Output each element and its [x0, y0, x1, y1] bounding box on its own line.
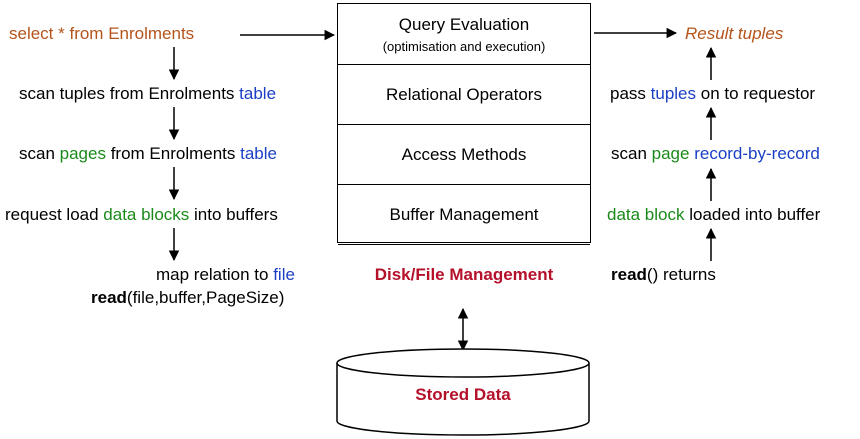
request-load-text: request load data blocks into buffers — [5, 205, 278, 224]
layer-stack: Query Evaluation (optimisation and execu… — [337, 3, 591, 284]
layer-query-evaluation: Query Evaluation (optimisation and execu… — [338, 4, 590, 65]
map-relation-text: map relation to file — [156, 265, 295, 284]
layer-access-methods: Access Methods — [338, 125, 590, 185]
stored-data-cylinder — [336, 348, 590, 436]
scan-tuples-text: scan tuples from Enrolments table — [19, 84, 277, 103]
layer-buffer-management: Buffer Management — [338, 185, 590, 245]
layer-disk-file-management: Disk/File Management — [374, 264, 554, 284]
stored-data-label: Stored Data — [415, 385, 511, 404]
scan-pages-text: scan pages from Enrolments table — [19, 144, 277, 163]
result-tuples-text: Result tuples — [685, 24, 784, 43]
data-block-text: data block loaded into buffer — [607, 205, 821, 224]
query-text: select * from Enrolments — [9, 24, 195, 43]
layer-relational-operators: Relational Operators — [338, 65, 590, 125]
scan-page-text: scan page record-by-record — [611, 144, 820, 163]
read-call-text: read(file,buffer,PageSize) — [91, 288, 285, 307]
read-returns-text: read() returns — [611, 265, 716, 284]
pass-tuples-text: pass tuples on to requestor — [610, 84, 816, 103]
